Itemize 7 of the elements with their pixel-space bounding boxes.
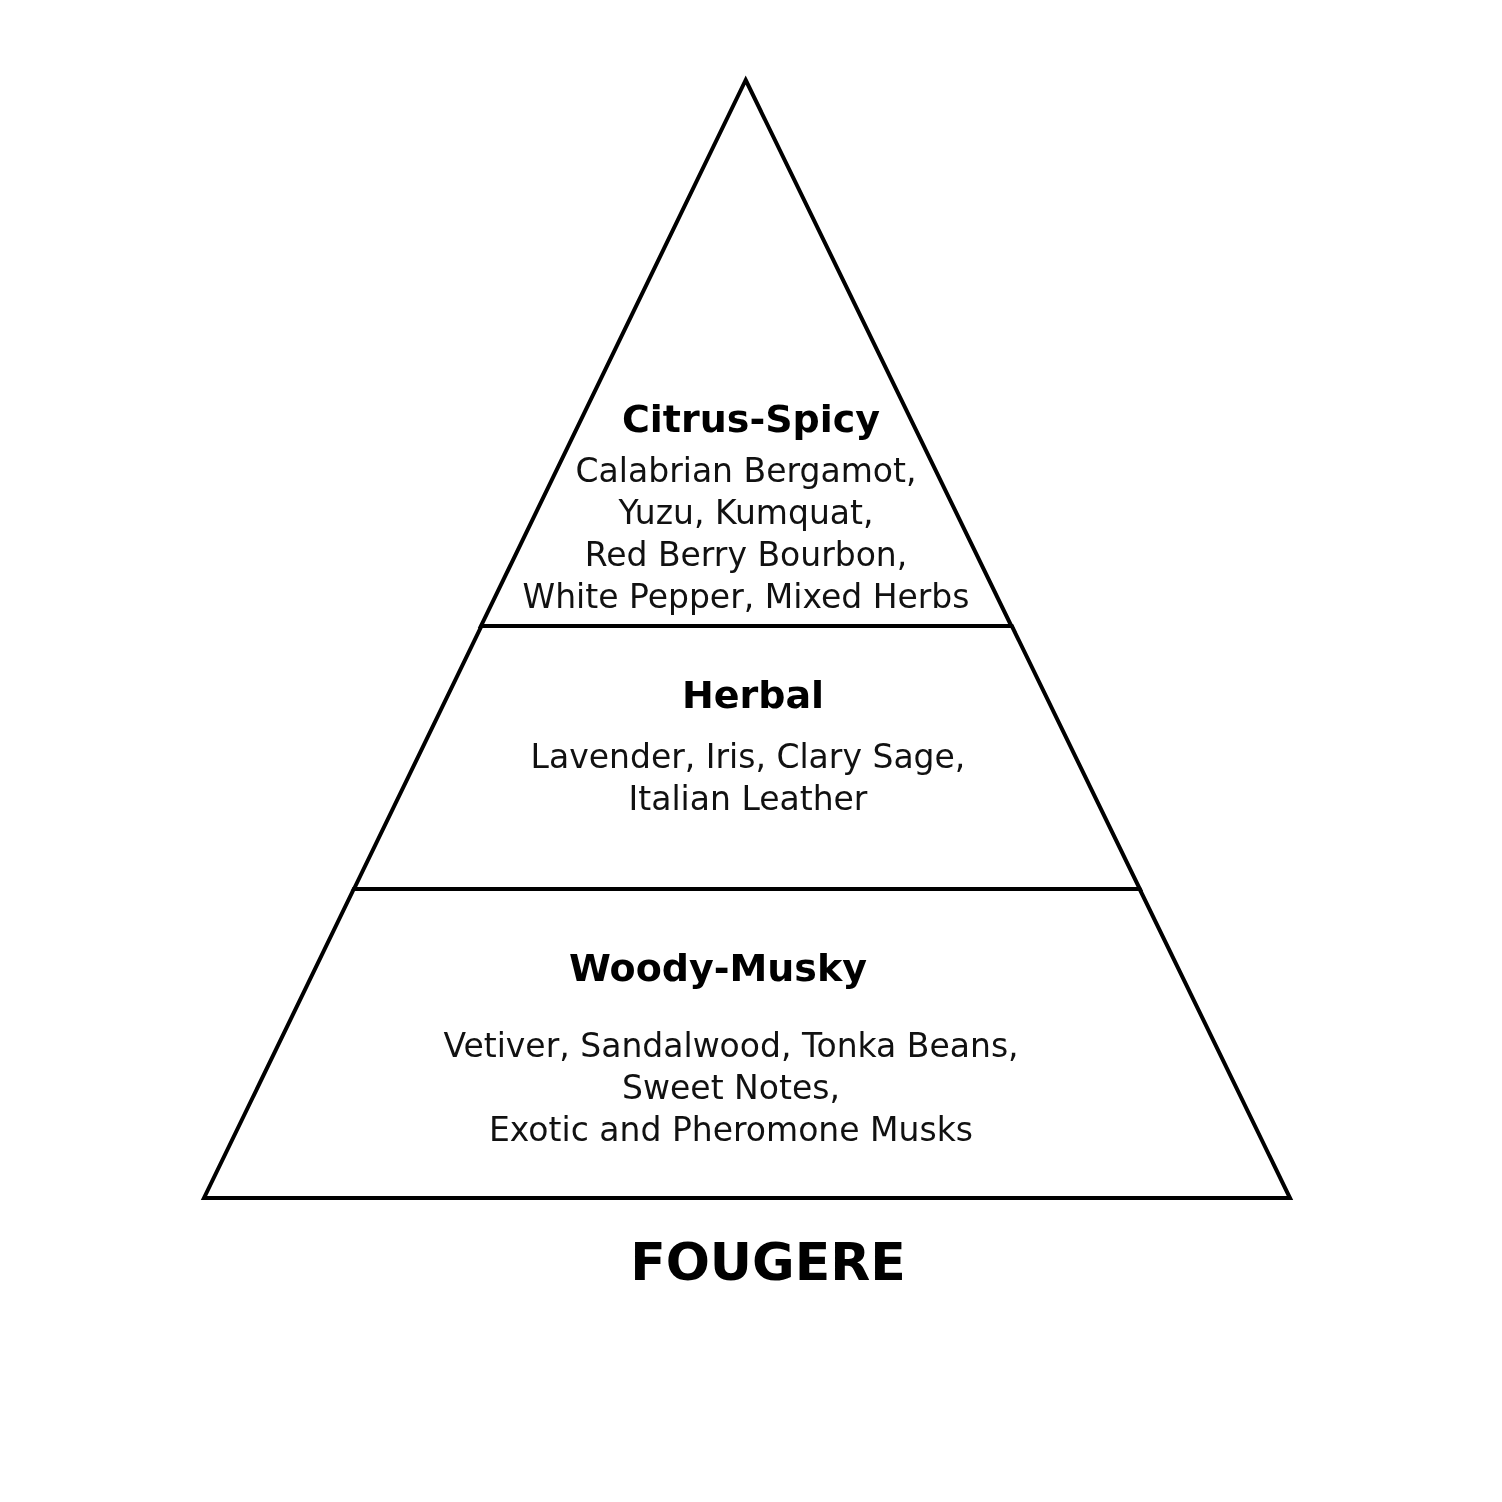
note-list: Vetiver, Sandalwood, Tonka Beans, Sweet Notes, Exotic and Pheromone Musks (443, 1025, 1019, 1151)
tier-heading: Herbal (681, 672, 825, 718)
note-list: Lavender, Iris, Clary Sage, Italian Leather (530, 736, 966, 820)
tier-heading: Woody-Musky (569, 945, 867, 991)
note-list: Calabrian Bergamot, Yuzu, Kumquat, Red Berry Bourbon, White Pepper, Mixed Herbs (522, 450, 970, 618)
pyramid-title: FOUGERE (630, 1231, 906, 1293)
tier-heading: Citrus-Spicy (621, 396, 881, 442)
